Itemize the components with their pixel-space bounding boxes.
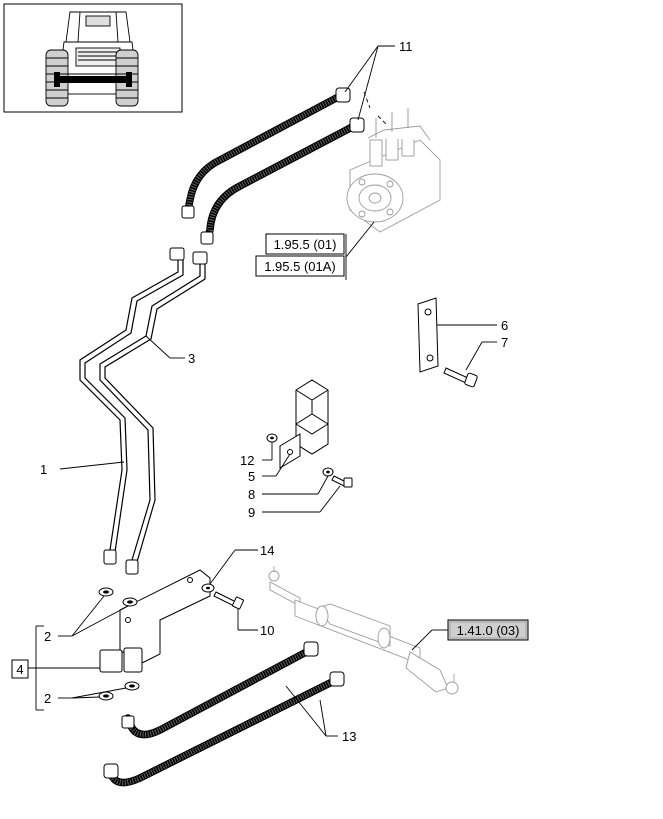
callout-13[interactable]: 13 bbox=[342, 729, 356, 744]
callout-4-box[interactable]: 4 bbox=[11, 659, 29, 679]
seal-washers-lower bbox=[98, 681, 140, 701]
tractor-front-view-icon bbox=[45, 11, 139, 107]
callout-3[interactable]: 3 bbox=[188, 351, 195, 366]
pipe-lower-fittings bbox=[103, 549, 139, 575]
bolt-10 bbox=[213, 591, 244, 610]
ref-box-steering-unit-b[interactable]: 1.95.5 (01A) bbox=[255, 255, 345, 277]
callout-2-lower[interactable]: 2 bbox=[44, 691, 51, 706]
pipe-bracket bbox=[99, 569, 211, 673]
hose-13a bbox=[121, 641, 319, 739]
leader-lines bbox=[28, 45, 497, 737]
ref-box-steering-unit-a[interactable]: 1.95.5 (01) bbox=[265, 233, 345, 255]
callout-4: 4 bbox=[16, 662, 23, 677]
hose-11a bbox=[181, 87, 351, 219]
callout-2-upper[interactable]: 2 bbox=[44, 629, 51, 644]
hose-13b bbox=[103, 671, 345, 787]
callout-12[interactable]: 12 bbox=[240, 453, 254, 468]
seal-washers-upper bbox=[98, 587, 138, 607]
ref-steering-unit-b-text: 1.95.5 (01A) bbox=[264, 259, 336, 274]
callout-1[interactable]: 1 bbox=[40, 462, 47, 477]
ref-steering-cylinder-text: 1.41.0 (03) bbox=[457, 623, 520, 638]
clamp-block bbox=[279, 379, 329, 469]
washer-14 bbox=[201, 583, 215, 593]
pipe-3 bbox=[99, 262, 206, 563]
callout-11[interactable]: 11 bbox=[399, 39, 413, 54]
callout-labels: 11 3 1 6 7 12 5 8 9 14 10 2 2 13 bbox=[40, 39, 508, 744]
axle-highlight-icon bbox=[54, 72, 132, 87]
washer-12 bbox=[266, 433, 278, 443]
callout-9[interactable]: 9 bbox=[248, 505, 255, 520]
tractor-inset bbox=[3, 3, 183, 113]
washer-8 bbox=[322, 467, 334, 477]
bolt-9 bbox=[331, 475, 353, 488]
callout-6[interactable]: 6 bbox=[501, 318, 508, 333]
steering-cylinder bbox=[268, 566, 459, 695]
callout-8[interactable]: 8 bbox=[248, 487, 255, 502]
steering-unit bbox=[346, 108, 441, 233]
callout-10[interactable]: 10 bbox=[260, 623, 274, 638]
hose-11b bbox=[200, 117, 365, 245]
ref-box-steering-cylinder[interactable]: 1.41.0 (03) bbox=[447, 619, 529, 641]
bolt-7 bbox=[443, 367, 478, 388]
plate-6 bbox=[417, 297, 439, 373]
pipe-upper-fittings bbox=[169, 247, 208, 265]
ref-steering-unit-a-text: 1.95.5 (01) bbox=[274, 237, 337, 252]
callout-7[interactable]: 7 bbox=[501, 335, 508, 350]
callout-5[interactable]: 5 bbox=[248, 469, 255, 484]
callout-14[interactable]: 14 bbox=[260, 543, 274, 558]
pipe-1 bbox=[79, 258, 184, 553]
